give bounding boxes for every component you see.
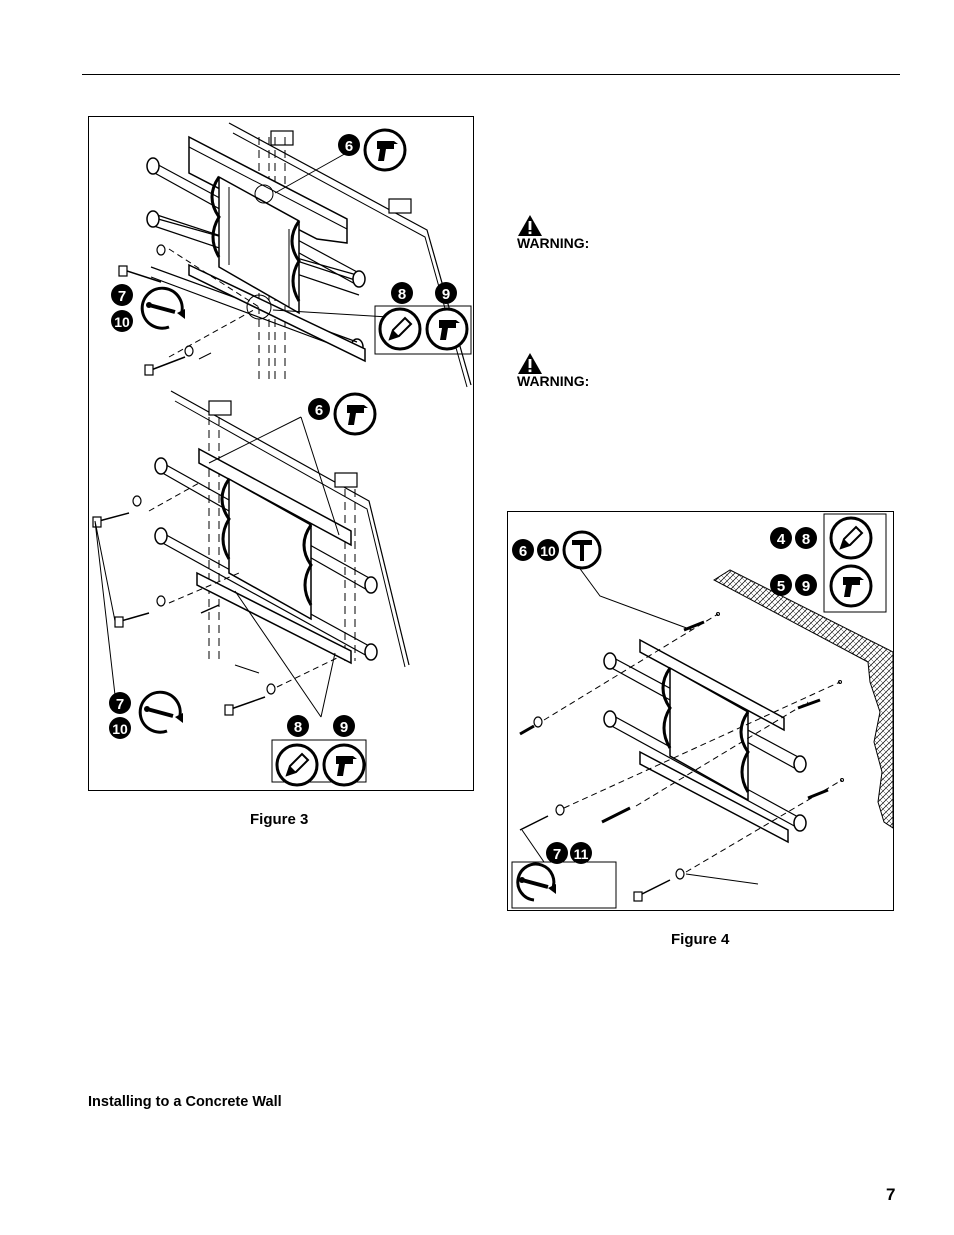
figure-4-assembly (519, 565, 844, 902)
drill-icon (333, 392, 377, 436)
fig4-callout-6: 6 (512, 539, 534, 561)
hammer-icon (562, 530, 602, 570)
upper-callout-7: 7 (111, 284, 133, 306)
upper-callout-9: 9 (435, 282, 457, 304)
svg-text:11: 11 (574, 846, 589, 862)
fig4-callout-5: 5 (770, 574, 792, 596)
warning-label: WARNING: (517, 235, 590, 251)
svg-text:6: 6 (519, 543, 527, 560)
warning-triangle-icon (518, 215, 542, 236)
figure-4-wrench-box (511, 861, 617, 909)
fig4-callout-9: 9 (795, 574, 817, 596)
lower-callout-7: 7 (109, 692, 131, 714)
drill-icon (363, 128, 407, 172)
figure-3: 6 7 10 8 9 (88, 116, 474, 791)
warning-2: WARNING: (517, 352, 589, 389)
lower-callout-8: 8 (287, 715, 309, 737)
ratchet-wrench-icon (516, 862, 556, 902)
svg-text:9: 9 (442, 286, 450, 303)
pencil-icon (275, 743, 319, 787)
fig4-callout-8: 8 (795, 527, 817, 549)
figure-3-caption: Figure 3 (250, 811, 309, 828)
svg-text:6: 6 (315, 402, 323, 419)
pencil-icon (829, 516, 873, 560)
warning-label: WARNING: (517, 373, 590, 389)
figure-4-caption: Figure 4 (671, 931, 730, 948)
svg-text:9: 9 (802, 578, 810, 595)
fig4-callout-10: 10 (537, 539, 559, 561)
figure-4-tool-box (823, 513, 887, 613)
svg-text:4: 4 (777, 531, 786, 548)
lower-assembly (92, 390, 410, 718)
svg-text:7: 7 (118, 288, 126, 305)
svg-text:5: 5 (777, 578, 785, 595)
svg-text:8: 8 (802, 531, 810, 548)
drill-icon (425, 307, 469, 351)
figure-3-illustration: 6 7 10 8 9 (92, 122, 472, 787)
upper-callout-8: 8 (391, 282, 413, 304)
drill-icon (829, 564, 873, 608)
lower-callout-10: 10 (109, 717, 131, 739)
fig4-callout-4: 4 (770, 527, 792, 549)
svg-text:7: 7 (553, 846, 561, 863)
ratchet-wrench-icon (140, 286, 185, 330)
fig4-callout-11: 11 (570, 842, 592, 864)
lower-tool-box (271, 739, 367, 783)
svg-text:10: 10 (114, 314, 130, 330)
header-rule (82, 74, 900, 75)
concrete-wall (713, 569, 894, 829)
lower-callout-9: 9 (333, 715, 355, 737)
fig4-callout-7: 7 (546, 842, 568, 864)
svg-text:9: 9 (340, 719, 348, 736)
figure-4: 6 10 4 8 5 9 7 11 (507, 511, 894, 911)
page-number: 7 (886, 1185, 896, 1204)
drill-icon (322, 743, 366, 787)
figure-4-illustration: 6 10 4 8 5 9 7 11 (511, 513, 894, 909)
ratchet-wrench-icon (138, 690, 183, 734)
svg-text:10: 10 (540, 543, 556, 559)
pencil-icon (378, 307, 422, 351)
svg-text:8: 8 (294, 719, 302, 736)
warning-triangle-icon (518, 353, 542, 374)
upper-callout-10: 10 (111, 310, 133, 332)
svg-text:8: 8 (398, 286, 406, 303)
warning-1: WARNING: (517, 214, 589, 251)
svg-text:7: 7 (116, 696, 124, 713)
svg-text:6: 6 (345, 138, 353, 155)
section-heading: Installing to a Concrete Wall (88, 1094, 282, 1110)
upper-assembly (118, 122, 472, 388)
svg-text:10: 10 (112, 721, 128, 737)
lower-callout-6: 6 (308, 398, 330, 420)
upper-callout-6: 6 (338, 134, 360, 156)
upper-tool-box (374, 305, 472, 355)
